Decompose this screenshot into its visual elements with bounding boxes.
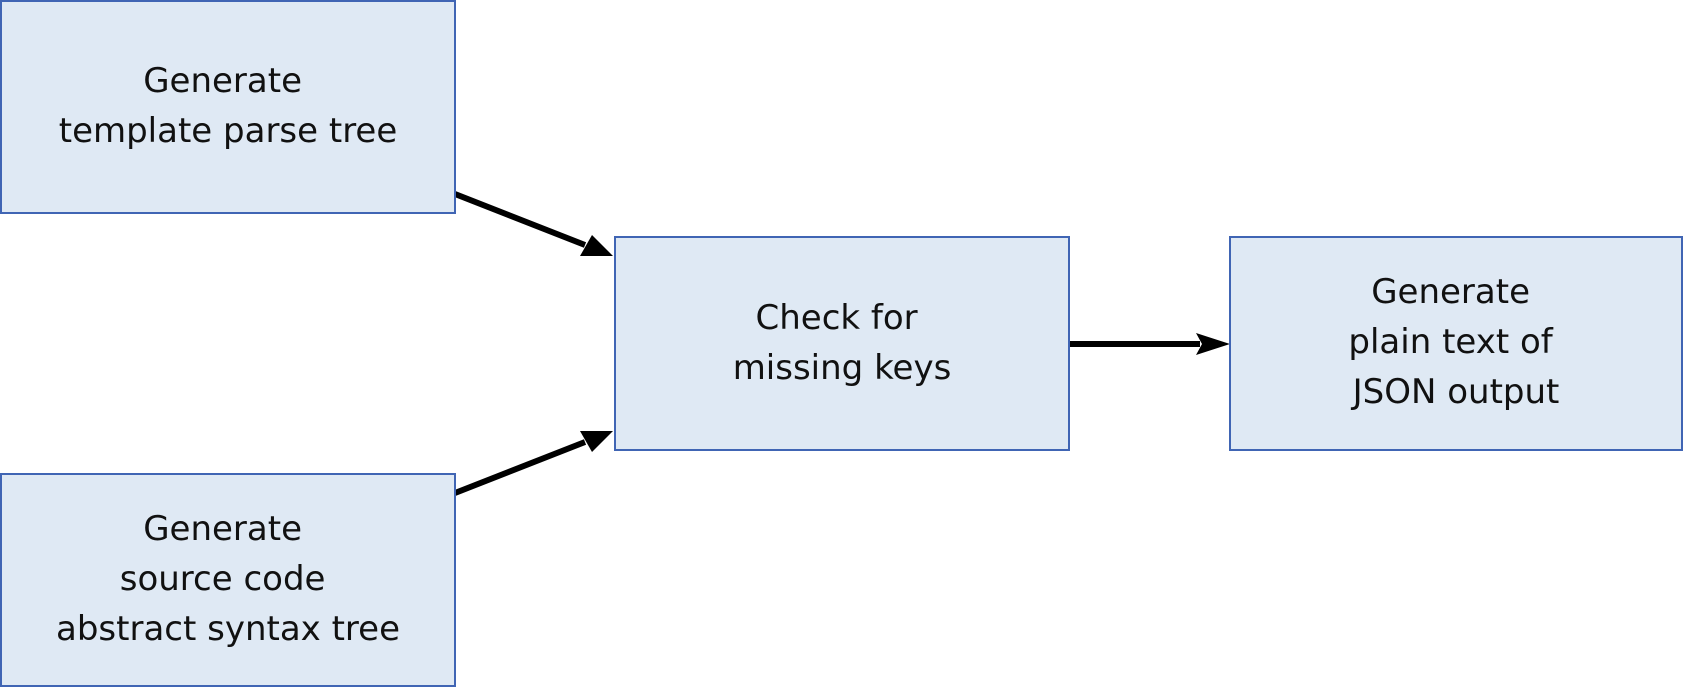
- edges: [453, 191, 1230, 496]
- node-json-output: Generate plain text of JSON output: [1229, 236, 1683, 451]
- node-label-line: Generate: [1371, 272, 1530, 312]
- arrowhead-icon: [580, 431, 613, 452]
- edge-check-to-json: [1069, 333, 1230, 355]
- svg-text:Generate plain text of: Generate plain text of JSON output: [1348, 272, 1563, 412]
- edge-template-to-check: [453, 191, 613, 256]
- node-label-line: abstract syntax tree: [56, 609, 400, 649]
- svg-text:Generate template parse: Generate template parse tree: [59, 61, 398, 151]
- node-check-missing-keys: Check for missing keys: [614, 236, 1070, 451]
- node-template-parse-tree: Generate template parse tree: [0, 0, 456, 214]
- edge-ast-to-check: [453, 431, 613, 496]
- node-label-line: template parse tree: [59, 111, 398, 151]
- node-label-line: Generate: [143, 509, 302, 549]
- arrowhead-icon: [580, 235, 613, 256]
- node-label-line: plain text of: [1348, 322, 1553, 362]
- node-label-line: Check for: [756, 298, 918, 338]
- svg-text:Generate source code: Generate source code abstract syntax tre…: [56, 509, 400, 649]
- node-label-line: JSON output: [1351, 372, 1560, 412]
- arrowhead-icon: [1196, 333, 1230, 355]
- node-label-line: Generate: [143, 61, 302, 101]
- node-label-line: missing keys: [733, 348, 952, 388]
- node-label-line: source code: [120, 559, 326, 599]
- svg-text:Check for missing keys: Check for missing keys: [733, 298, 952, 388]
- node-source-code-ast: Generate source code abstract syntax tre…: [0, 473, 456, 687]
